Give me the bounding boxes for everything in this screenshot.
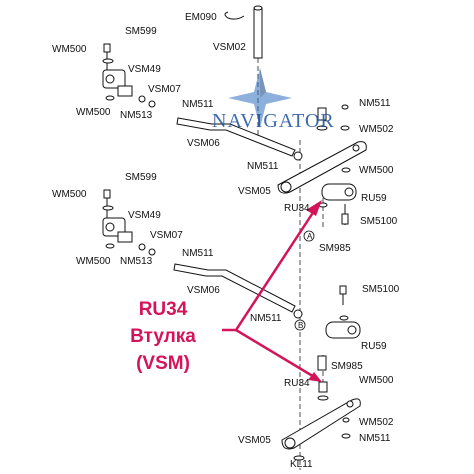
label-vsm06-b: VSM06 <box>187 285 220 296</box>
label-wm500-e: WM500 <box>76 256 111 267</box>
label-sm599-a: SM599 <box>125 26 157 37</box>
label-ru34-a: RU34 <box>284 203 310 214</box>
label-vsm07-a: VSM07 <box>148 84 181 95</box>
label-wm500-c: WM500 <box>359 165 394 176</box>
vertical-shaft-vsm02 <box>224 5 263 59</box>
callout-part-group: (VSM) <box>136 353 190 374</box>
callout-arrows <box>222 207 318 380</box>
lower-lever-vsm05 <box>281 381 361 461</box>
label-vsm05-b: VSM05 <box>238 435 271 446</box>
callout-arrowheads <box>306 200 322 382</box>
lower-ru59-joint <box>317 285 361 371</box>
upper-left-bracket <box>102 43 156 108</box>
label-sm5100-b: SM5100 <box>362 284 400 295</box>
label-nm511-a: NM511 <box>182 99 214 110</box>
label-vsm49-a: VSM49 <box>128 64 161 75</box>
label-nm511-e: NM511 <box>250 313 282 324</box>
label-wm502-b: WM502 <box>359 417 394 428</box>
label-vsm49-b: VSM49 <box>128 210 161 221</box>
markers <box>294 230 315 331</box>
upper-lever-vsm05 <box>277 104 367 194</box>
label-nm511-d: NM511 <box>182 248 214 259</box>
label-wm502-a: WM502 <box>359 124 394 135</box>
label-vsm06-a: VSM06 <box>187 138 220 149</box>
callout-part-number: RU34 <box>138 299 188 320</box>
callout-part-name: Втулка <box>130 326 196 347</box>
lower-rod-vsm06 <box>173 263 303 319</box>
label-vsm07-b: VSM07 <box>150 230 183 241</box>
label-wm500-d: WM500 <box>52 189 87 200</box>
label-ru34-b: RU34 <box>284 378 310 389</box>
assembly-axes <box>257 10 324 470</box>
lower-left-bracket <box>102 189 156 256</box>
label-nm511-c: NM511 <box>247 161 279 172</box>
label-nm511-f: NM511 <box>359 433 391 444</box>
marker-a: A <box>307 232 313 241</box>
upper-rod-vsm06 <box>176 117 303 161</box>
label-sm5100-a: SM5100 <box>360 216 398 227</box>
label-sm985-a: SM985 <box>319 243 351 254</box>
label-nm511-b: NM511 <box>359 98 391 109</box>
label-wm500-f: WM500 <box>359 375 394 386</box>
label-kl11: KL11 <box>290 459 313 470</box>
marker-b: B <box>298 321 304 330</box>
label-wm500-a: WM500 <box>52 44 87 55</box>
watermark-compass <box>228 68 292 128</box>
label-vsm02: VSM02 <box>213 42 246 53</box>
label-nm513-b: NM513 <box>120 256 153 267</box>
label-sm599-b: SM599 <box>125 172 157 183</box>
label-ru59-a: RU59 <box>361 193 387 204</box>
label-em090: EM090 <box>185 12 217 23</box>
label-sm985-b: SM985 <box>331 361 363 372</box>
upper-ru59-joint <box>318 167 357 225</box>
label-nm513-a: NM513 <box>120 110 153 121</box>
watermark-text: NAVIGATOR <box>212 110 335 132</box>
label-wm500-b: WM500 <box>76 107 111 118</box>
label-vsm05-a: VSM05 <box>238 186 271 197</box>
label-ru59-b: RU59 <box>361 341 387 352</box>
